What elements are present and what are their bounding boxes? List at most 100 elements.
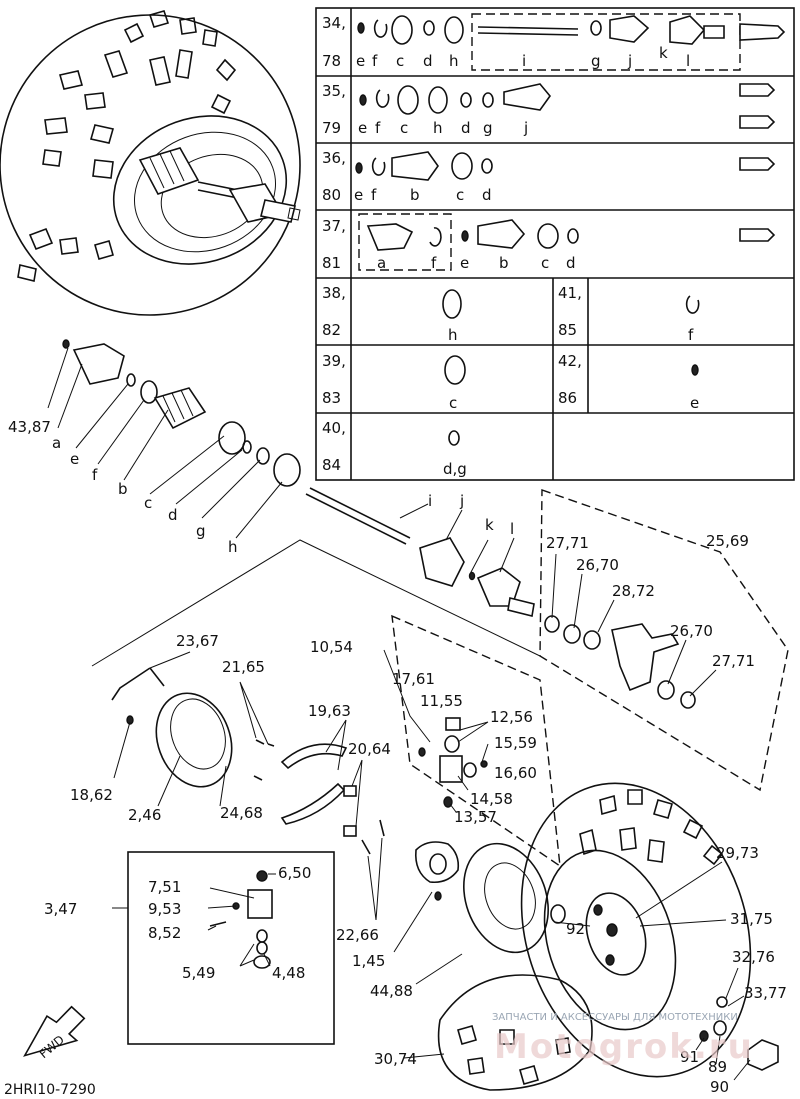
- row-35-letter-j: j: [523, 119, 528, 137]
- row-37-bottom: 81: [322, 254, 341, 272]
- brake-assembly: 23,67 18,62 2,46 24,68 21,65 19,63 20,64…: [70, 539, 566, 1000]
- row-38-letter: h: [448, 326, 458, 344]
- cylinder-label-7: 7,51: [148, 878, 181, 896]
- row-38-top: 38,: [322, 284, 346, 302]
- row-36-top: 36,: [322, 149, 346, 167]
- brake-label-21: 21,65: [222, 658, 265, 676]
- wheel-label-32: 32,76: [732, 948, 775, 966]
- knuckle-label-28: 28,72: [612, 582, 655, 600]
- knuckle-label-27-bottom: 27,71: [712, 652, 755, 670]
- wheel-cylinder-detail: 3,47 7,51 9,53 8,52 5,49 6,50 4,48: [44, 851, 335, 1045]
- drawing-code: 2HRI10-7290: [4, 1082, 96, 1098]
- shaft-label-g: g: [196, 522, 206, 540]
- knuckle-group: 25,69 27,71 26,70 28,72 26,70 27,71: [539, 489, 789, 792]
- row-37-letter-f: f: [431, 254, 437, 272]
- brake-label-20: 20,64: [348, 740, 391, 758]
- brake-label-17: 17,61: [392, 670, 435, 688]
- bottom-right-wheel-assembly: 92 29,73 31,75 32,76 33,77 30,74 91 89 9…: [374, 782, 787, 1096]
- knuckle-label-27-top: 27,71: [546, 534, 589, 552]
- shaft-label-b: b: [118, 480, 128, 498]
- brake-label-13: 13,57: [454, 808, 497, 826]
- row-40-bottom: 84: [322, 456, 341, 474]
- shaft-label-f: f: [92, 466, 98, 484]
- brake-label-1: 1,45: [352, 952, 385, 970]
- brake-label-10: 10,54: [310, 638, 353, 656]
- row-34-letter-c: c: [396, 52, 404, 70]
- row-41-bottom: 85: [558, 321, 577, 339]
- knuckle-label-26-top: 26,70: [576, 556, 619, 574]
- brake-label-24: 24,68: [220, 804, 263, 822]
- row-37-letter-a: a: [377, 254, 386, 272]
- brake-label-14: 14,58: [470, 790, 513, 808]
- row-42-letter: e: [690, 394, 699, 412]
- row-37-letter-b: b: [499, 254, 509, 272]
- brake-label-16: 16,60: [494, 764, 537, 782]
- wheel-label-89: 89: [708, 1058, 727, 1076]
- row-39-bottom: 83: [322, 389, 341, 407]
- wheel-label-91: 91: [680, 1048, 699, 1066]
- brake-label-15: 15,59: [494, 734, 537, 752]
- row-37-letter-e: e: [460, 254, 469, 272]
- row-36-letter-e: e: [354, 186, 363, 204]
- shaft-label-k: k: [485, 516, 494, 534]
- row-34-letter-f: f: [372, 52, 378, 70]
- row-36-bottom: 80: [322, 186, 341, 204]
- row-34-letter-k: k: [659, 44, 668, 62]
- exploded-drive-shaft: 43,87 a e f b c d g h i j k l: [8, 339, 535, 617]
- row-42-top: 42,: [558, 352, 582, 370]
- shaft-label-d: d: [168, 506, 178, 524]
- fwd-arrow-icon: FWD: [23, 1005, 86, 1061]
- brake-label-2: 2,46: [128, 806, 161, 824]
- shaft-label-a: a: [52, 434, 61, 452]
- row-35-letter-e: e: [358, 119, 367, 137]
- row-40-top: 40,: [322, 419, 346, 437]
- shaft-label-ref: 43,87: [8, 418, 51, 436]
- row-35-letter-h: h: [433, 119, 443, 137]
- wheel-label-33: 33,77: [744, 984, 787, 1002]
- brake-label-19: 19,63: [308, 702, 351, 720]
- wheel-label-31: 31,75: [730, 910, 773, 928]
- row-35-letter-g: g: [483, 119, 493, 137]
- row-41-top: 41,: [558, 284, 582, 302]
- row-38-bottom: 82: [322, 321, 341, 339]
- wheel-label-90: 90: [710, 1078, 729, 1096]
- wheel-label-30: 30,74: [374, 1050, 417, 1068]
- shaft-label-e: e: [70, 450, 79, 468]
- cylinder-label-9: 9,53: [148, 900, 181, 918]
- row-34-letter-i: i: [522, 52, 526, 70]
- brake-label-23: 23,67: [176, 632, 219, 650]
- brake-label-44: 44,88: [370, 982, 413, 1000]
- row-35-top: 35,: [322, 82, 346, 100]
- knuckle-label-26-bottom: 26,70: [670, 622, 713, 640]
- row-34-top: 34,: [322, 14, 346, 32]
- row-35-letter-f: f: [375, 119, 381, 137]
- row-40-letter: d,g: [443, 460, 467, 478]
- cylinder-label-6: 6,50: [278, 864, 311, 882]
- row-36-letter-f: f: [371, 186, 377, 204]
- brake-label-18: 18,62: [70, 786, 113, 804]
- shaft-label-j: j: [459, 492, 464, 510]
- wheel-label-29: 29,73: [716, 844, 759, 862]
- row-34-letter-l: l: [686, 52, 690, 70]
- row-34-letter-j: j: [627, 52, 632, 70]
- row-39-top: 39,: [322, 352, 346, 370]
- shaft-label-i: i: [428, 492, 432, 510]
- brake-label-22: 22,66: [336, 926, 379, 944]
- row-37-letter-c: c: [541, 254, 549, 272]
- row-36-letter-c: c: [456, 186, 464, 204]
- row-34-bottom: 78: [322, 52, 341, 70]
- watermark-logo-text: Motogrok.ru: [494, 1027, 754, 1067]
- brake-label-11: 11,55: [420, 692, 463, 710]
- wheel-label-92: 92: [566, 920, 585, 938]
- top-left-wheel-assembly: [0, 10, 301, 316]
- row-34-letter-d: d: [423, 52, 433, 70]
- row-36-letter-d: d: [482, 186, 492, 204]
- row-37-letter-d: d: [566, 254, 576, 272]
- knuckle-label-25: 25,69: [706, 532, 749, 550]
- cylinder-label-4: 4,48: [272, 964, 305, 982]
- row-35-bottom: 79: [322, 119, 341, 137]
- cylinder-label-3: 3,47: [44, 900, 77, 918]
- cylinder-label-5: 5,49: [182, 964, 215, 982]
- row-35-letter-c: c: [400, 119, 408, 137]
